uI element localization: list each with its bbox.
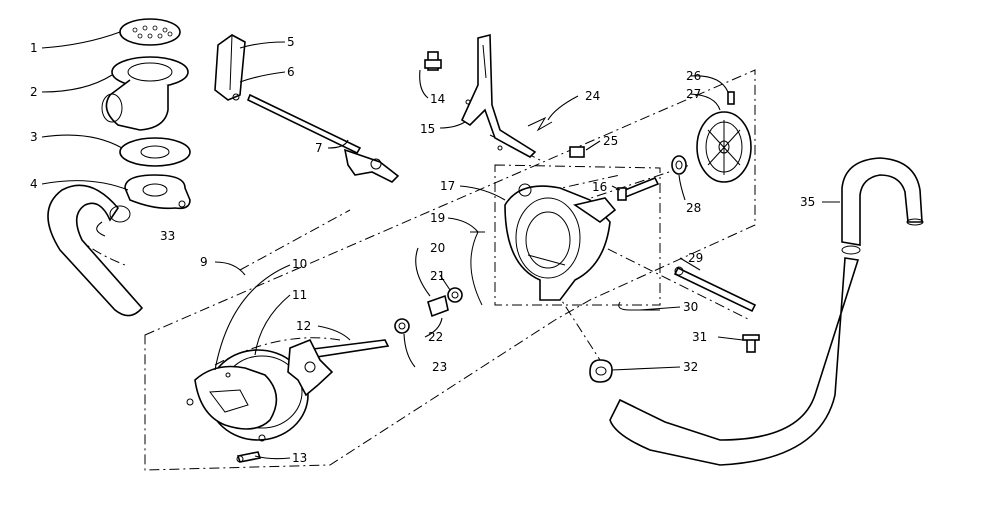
callout-labels: 1 2 3 4 5 6 7 9 10 11 12 13 14 15 16 17 … xyxy=(30,35,815,465)
part-screw-31 xyxy=(742,334,760,353)
part-screw-13 xyxy=(236,451,262,463)
part-hose-33 xyxy=(47,184,144,317)
label-15: 15 xyxy=(420,122,435,136)
label-28: 28 xyxy=(686,201,701,215)
label-4: 4 xyxy=(30,177,38,191)
label-2: 2 xyxy=(30,85,38,99)
part-pump-housing xyxy=(186,349,309,442)
label-19: 19 xyxy=(430,211,445,225)
label-33: 33 xyxy=(160,229,175,243)
part-bolt-16 xyxy=(617,176,660,201)
label-13: 13 xyxy=(292,451,307,465)
label-23: 23 xyxy=(432,360,447,374)
label-25: 25 xyxy=(603,134,618,148)
part-sump-elbow xyxy=(101,56,189,131)
label-5: 5 xyxy=(287,35,295,49)
part-shaft-7 xyxy=(246,93,400,183)
part-spring-24 xyxy=(527,116,553,132)
part-seals xyxy=(394,287,463,334)
label-22: 22 xyxy=(428,330,443,344)
label-9: 9 xyxy=(200,255,208,269)
part-flange-plate xyxy=(124,174,191,210)
assembly-outlines xyxy=(68,69,756,471)
part-wire-19 xyxy=(470,231,485,306)
part-nut-14 xyxy=(424,51,442,71)
part-washer-28 xyxy=(671,155,687,175)
label-16: 16 xyxy=(592,180,607,194)
part-impeller xyxy=(287,338,390,397)
part-clip-25 xyxy=(569,146,585,158)
label-26: 26 xyxy=(686,69,701,83)
label-14: 14 xyxy=(430,92,445,106)
label-10: 10 xyxy=(292,257,307,271)
label-27: 27 xyxy=(686,87,701,101)
label-12: 12 xyxy=(296,319,311,333)
part-bracket-5 xyxy=(214,34,246,101)
label-6: 6 xyxy=(287,65,295,79)
label-1: 1 xyxy=(30,41,38,55)
part-gasket xyxy=(119,137,191,167)
part-pin-30 xyxy=(618,301,660,311)
label-29: 29 xyxy=(688,251,703,265)
part-fan-27 xyxy=(696,111,752,183)
label-11: 11 xyxy=(292,288,307,302)
part-clamp-32 xyxy=(589,359,613,383)
label-21: 21 xyxy=(430,269,445,283)
leader-lines xyxy=(41,31,840,460)
label-7: 7 xyxy=(315,141,323,155)
label-35: 35 xyxy=(800,195,815,209)
label-30: 30 xyxy=(683,300,698,314)
part-hose-35 xyxy=(609,157,924,466)
label-17: 17 xyxy=(440,179,455,193)
label-3: 3 xyxy=(30,130,38,144)
part-bracket-15 xyxy=(460,33,537,158)
label-24: 24 xyxy=(585,89,600,103)
part-strainer xyxy=(119,18,181,46)
part-screw-26 xyxy=(727,91,735,105)
part-motor-housing xyxy=(504,183,617,301)
part-shaft-29 xyxy=(673,266,757,313)
label-32: 32 xyxy=(683,360,698,374)
label-20: 20 xyxy=(430,241,445,255)
label-31: 31 xyxy=(692,330,707,344)
